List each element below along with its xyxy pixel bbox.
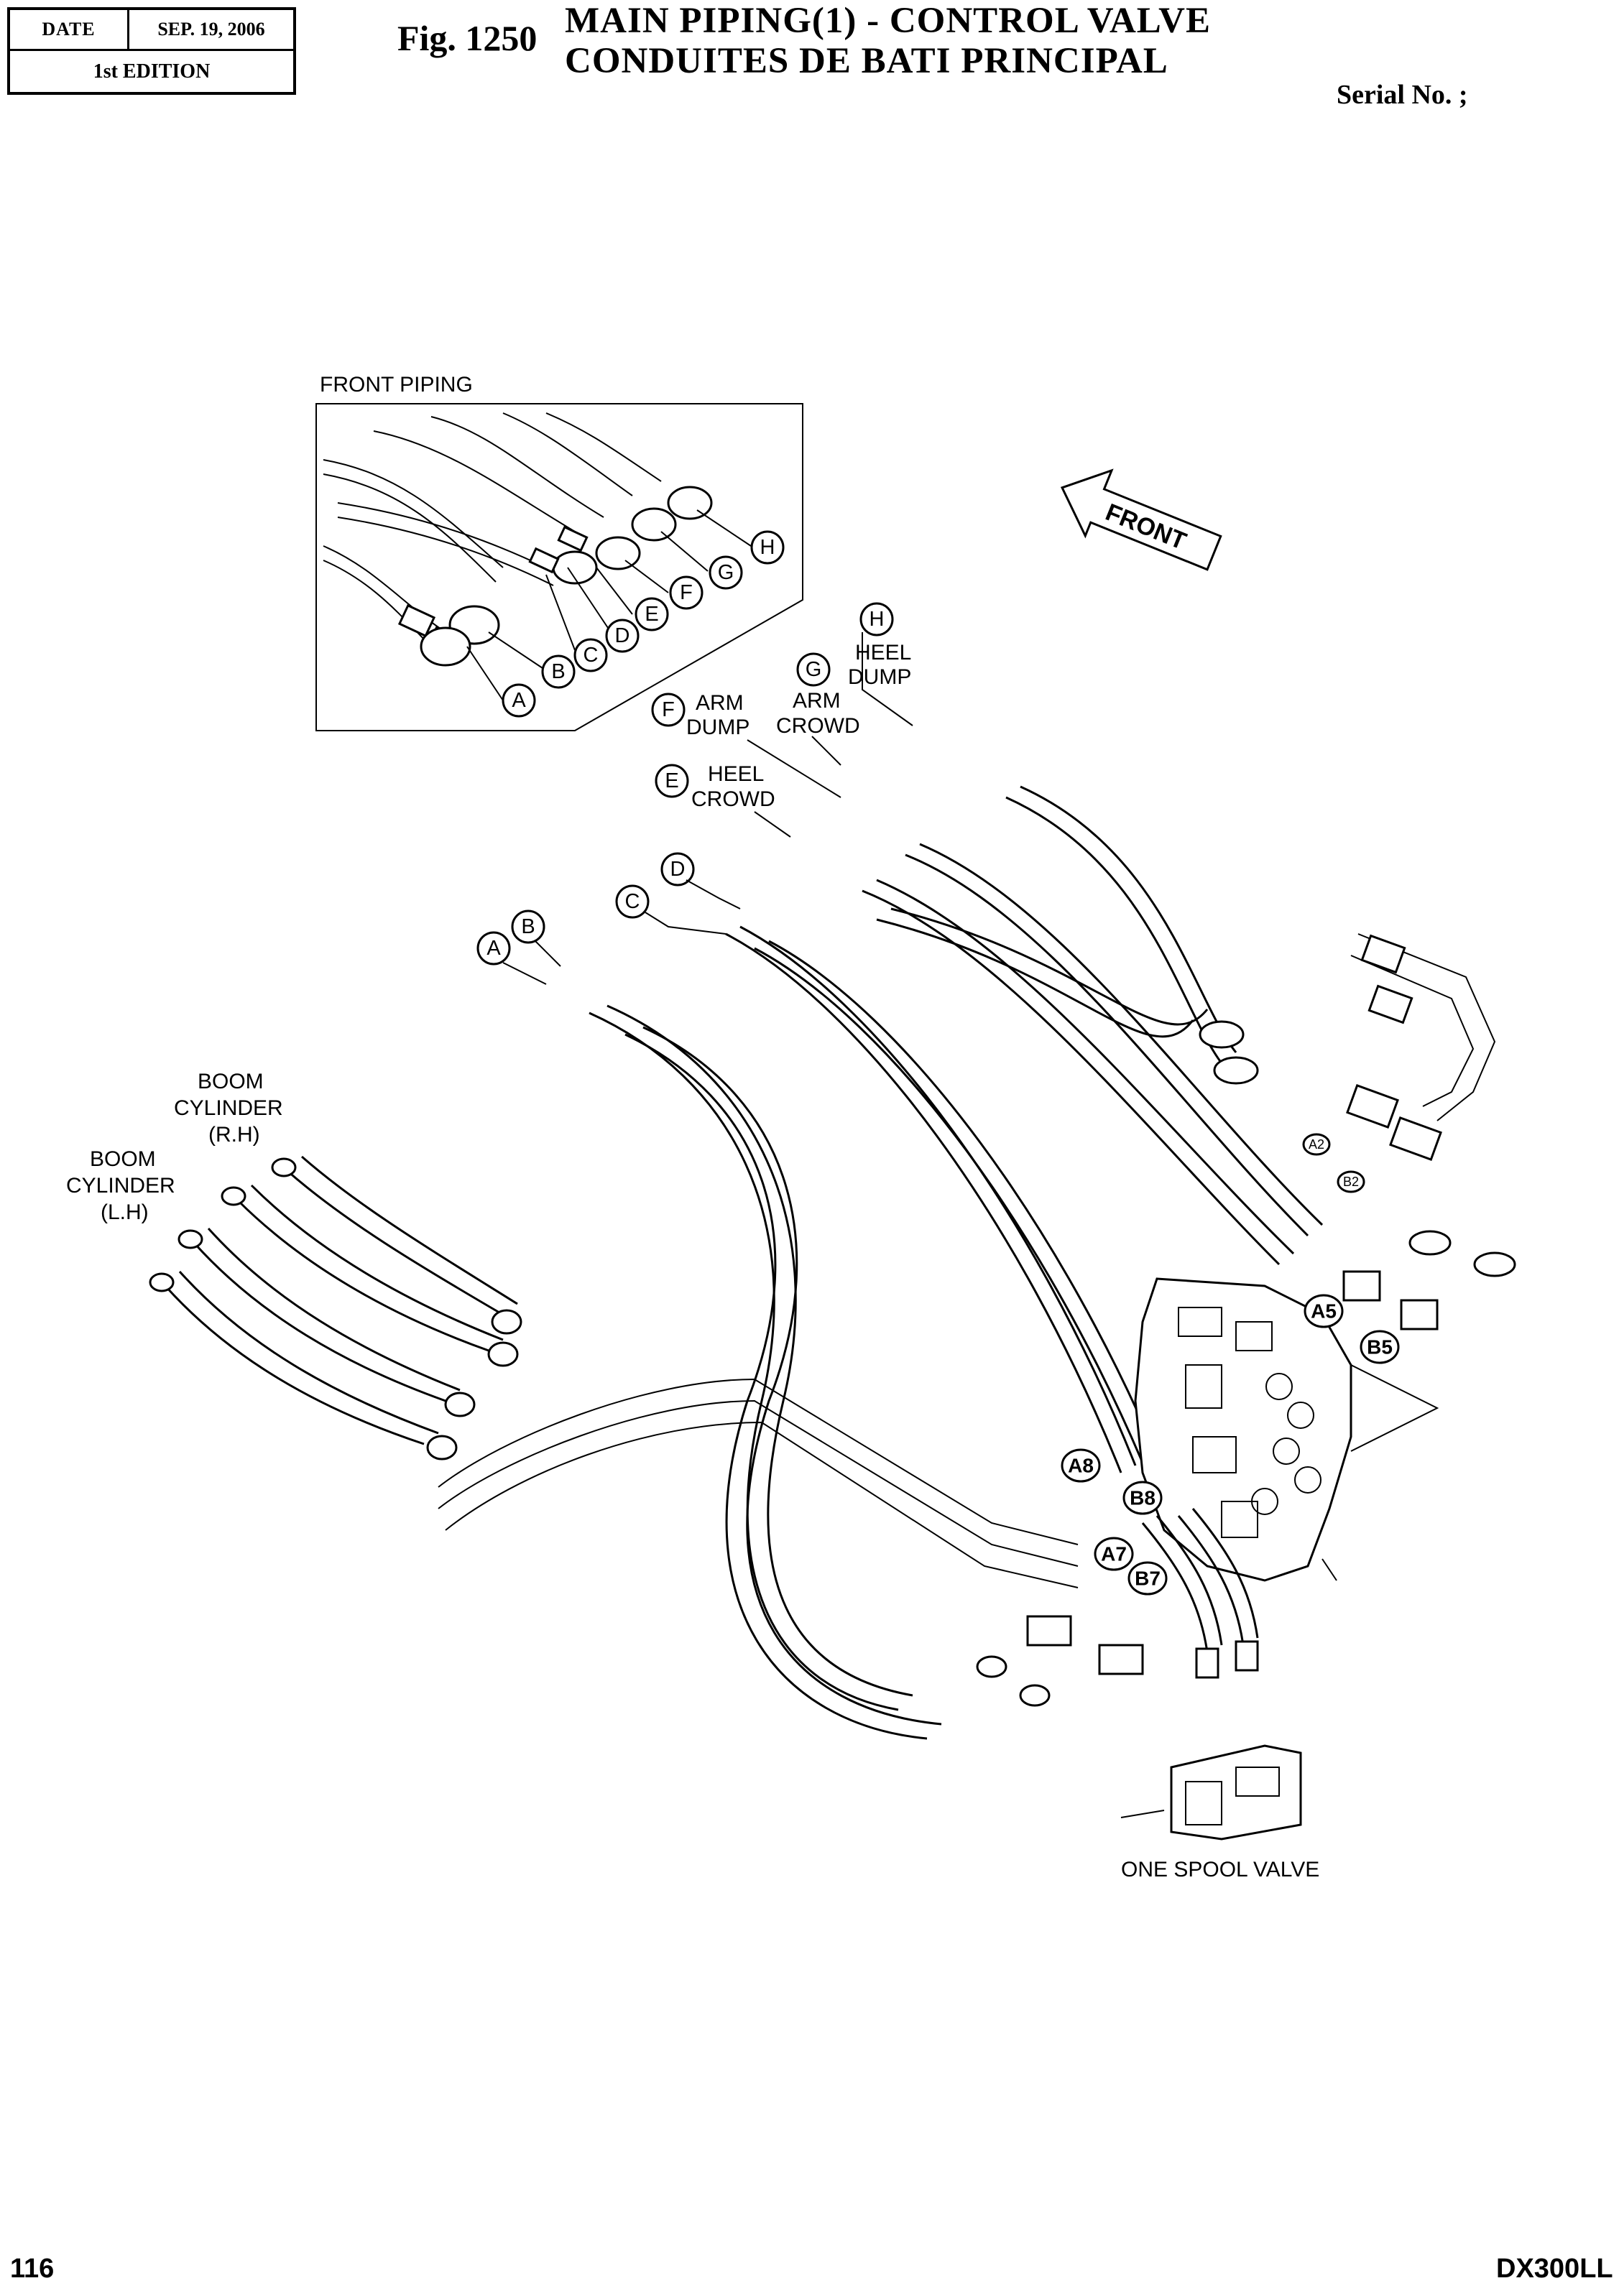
callout-f [651,693,686,727]
port-label-a8: A8 [1068,1455,1094,1477]
serial-number-label: Serial No. ; [1337,80,1468,110]
port-label-b7: B7 [1135,1568,1161,1590]
inset-callout-a [502,683,536,718]
port-fittings [976,934,1516,1707]
inset-callout-d-label: D [615,624,630,647]
callout-c-label: C [625,890,640,913]
callout-a-label: A [486,937,501,960]
port-label-b5: B5 [1367,1336,1393,1358]
figure-number: Fig. 1250 [397,18,538,58]
heel-crowd-label-2: CROWD [691,787,775,811]
inset-hoses [323,412,662,647]
port-marker-b5 [1360,1330,1400,1364]
front-piping-inset-frame [315,403,803,731]
date-value: SEP. 19, 2006 [129,10,293,51]
port-marker-a5 [1304,1294,1344,1328]
boom-cylinder-hoses [149,1155,522,1461]
arm-crowd-label-2: CROWD [776,714,860,738]
inset-callout-f-label: F [680,581,693,604]
port-marker-b8 [1122,1481,1163,1515]
callout-g [796,652,831,687]
port-marker-b2 [1337,1170,1365,1193]
callout-d [660,852,695,887]
front-piping-label: FRONT PIPING [320,373,473,397]
inset-callout-d [605,619,640,653]
callout-h-label: H [870,608,885,631]
one-spool-valve [1120,1508,1302,1841]
date-edition-box: DATE SEP. 19, 2006 1st EDITION [7,7,296,95]
model-number: DX300LL [1496,2254,1613,2284]
port-marker-b7 [1127,1561,1168,1596]
inset-callout-e-label: E [645,603,658,626]
boom-cylinder-lh-label-3: (L.H) [101,1200,149,1224]
page-number: 116 [10,2254,55,2284]
page-title-english: MAIN PIPING(1) - CONTROL VALVE [565,1,1211,41]
inset-callout-b-label: B [551,660,565,683]
inset-callout-b [541,654,576,689]
inset-callout-a-label: A [512,689,526,712]
front-arrow: FRONT [1060,468,1222,571]
main-hose-bundle [589,785,1324,1740]
return-pipes [438,933,1496,1588]
port-label-markers: A2 B2 A5 B5 A8 B8 A7 B7 [1061,1133,1400,1596]
port-marker-a7 [1094,1537,1134,1571]
boom-cylinder-lh-label-1: BOOM [90,1147,156,1171]
callout-b-label: B [521,915,535,938]
inset-callout-g-label: G [718,561,734,584]
port-marker-a8 [1061,1448,1101,1483]
arm-dump-label-1: ARM [696,691,744,715]
callout-f-label: F [662,698,675,721]
callout-leaders [502,632,913,985]
callout-b [511,909,545,944]
heel-crowd-label-1: HEEL [708,762,764,786]
port-marker-a2 [1302,1133,1331,1156]
one-spool-valve-label: ONE SPOOL VALVE [1121,1858,1319,1881]
inset-callout-e [635,597,669,631]
inset-callout-h [750,530,785,565]
heel-dump-label-1: HEEL [855,641,911,665]
arm-crowd-label-1: ARM [793,689,841,713]
port-label-a7: A7 [1101,1543,1127,1565]
inset-callouts: A B C D E F G H [502,530,785,718]
port-label-a5: A5 [1311,1300,1337,1323]
inset-callout-c [573,638,608,672]
boom-cylinder-lh-label-2: CYLINDER [66,1174,175,1198]
callout-h [859,602,894,637]
callout-e [655,764,689,798]
edition-label: 1st EDITION [93,60,211,83]
boom-cylinder-rh-label-1: BOOM [198,1070,264,1093]
port-label-b8: B8 [1130,1487,1156,1509]
inset-callout-h-label: H [760,536,775,559]
port-label-b2: B2 [1343,1175,1359,1189]
inset-callout-c-label: C [584,644,599,667]
boom-cylinder-rh-label-2: CYLINDER [174,1096,283,1120]
callout-d-label: D [670,858,686,881]
boom-cylinder-rh-label-3: (R.H) [208,1123,260,1147]
inset-callout-g [709,555,743,590]
port-label-a2: A2 [1309,1137,1324,1152]
heel-dump-label-2: DUMP [848,665,911,689]
callout-g-label: G [806,658,822,681]
inset-callout-leaders [466,509,752,701]
inset-callout-f [669,575,704,610]
date-label: DATE [10,10,129,51]
callout-a [476,931,511,966]
callout-e-label: E [665,769,678,792]
page-title-french: CONDUITES DE BATI PRINCIPAL [565,41,1168,81]
callout-c [615,884,650,919]
control-valve [1134,1277,1439,1582]
arm-dump-label-2: DUMP [686,716,749,739]
inset-fittings [397,486,713,667]
